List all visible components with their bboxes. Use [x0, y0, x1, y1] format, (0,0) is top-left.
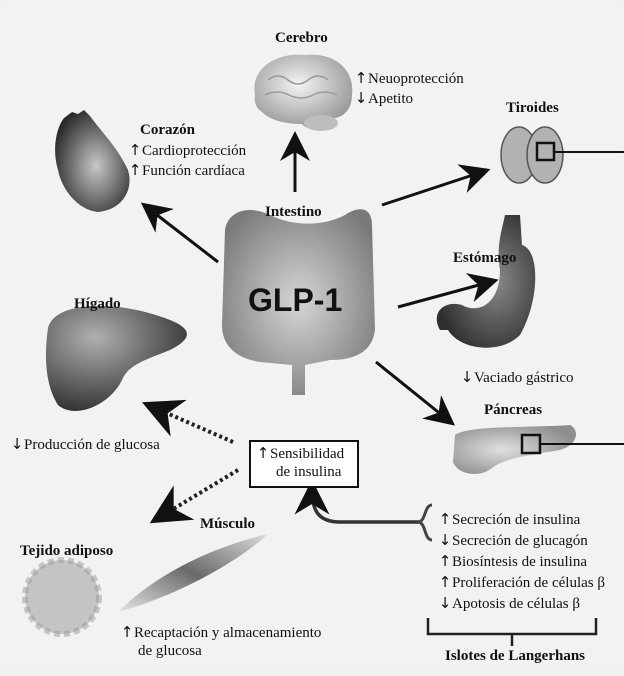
up-arrow-icon: ↑: [256, 444, 270, 462]
stomach-effect-emptying: ↓Vaciado gástrico: [460, 368, 574, 386]
stomach-illustration: [436, 215, 536, 348]
glp1-label: GLP-1: [248, 282, 343, 318]
heart-effect-cardioprotection: ↑Cardioprotección: [128, 141, 247, 159]
down-arrow-icon: ↓: [10, 435, 24, 453]
up-arrow-icon: ↑: [354, 69, 368, 87]
muscle-illustration: [118, 534, 268, 612]
insulin-sensitivity-line1: ↑Sensibilidad: [256, 444, 345, 462]
up-arrow-icon: ↑: [438, 552, 452, 570]
intestine-title: Intestino: [265, 204, 322, 220]
pancreas-illustration: [453, 425, 624, 474]
stomach-title: Estómago: [453, 250, 517, 266]
up-arrow-icon: ↑: [438, 573, 452, 591]
liver-title: Hígado: [74, 296, 121, 312]
heart-effect-function: ↑Función cardíaca: [128, 161, 245, 179]
islet-effect-beta-apoptosis: ↓Apotosis de células β: [438, 594, 581, 612]
brain-title: Cerebro: [275, 30, 328, 46]
down-arrow-icon: ↓: [460, 368, 474, 386]
islets-brace-bottom: [426, 618, 598, 646]
adipose-title: Tejido adiposo: [20, 543, 114, 559]
pancreas-title: Páncreas: [484, 402, 543, 418]
down-arrow-icon: ↓: [438, 594, 452, 612]
adipose-illustration: [22, 557, 102, 637]
liver-effect-glucose-production: ↓Producción de glucosa: [10, 435, 160, 453]
up-arrow-icon: ↑: [128, 161, 142, 179]
solid-arrows: [140, 131, 499, 426]
arrow-to-stomach: [397, 273, 499, 309]
dotted-arrows: [142, 399, 240, 524]
brain-illustration: [254, 54, 353, 131]
islet-effect-insulin-biosynthesis: ↑Biosíntesis de insulina: [438, 552, 587, 570]
muscle-title: Músculo: [200, 516, 256, 532]
islet-effect-glucagon-secretion: ↓Secreción de glucagón: [438, 531, 588, 549]
arrow-to-pancreas: [375, 360, 456, 426]
islet-effect-insulin-secretion: ↑Secreción de insulina: [438, 510, 581, 528]
peripheral-effect-line1: ↑Recaptación y almacenamiento: [120, 623, 322, 641]
arrow-to-adipose-muscle: [149, 468, 240, 524]
heart-title: Corazón: [140, 122, 195, 138]
arrow-islets-to-sensitivity: [294, 479, 420, 524]
peripheral-effect-line2: de glucosa: [138, 643, 202, 659]
down-arrow-icon: ↓: [354, 89, 368, 107]
arrow-to-liver: [142, 399, 234, 444]
up-arrow-icon: ↑: [438, 510, 452, 528]
arrow-to-heart: [140, 202, 219, 264]
brain-effect-neuroprotection: ↑Neuoprotección: [354, 69, 464, 87]
thyroid-illustration: [500, 126, 624, 184]
brain-effect-appetite: ↓Apetito: [354, 89, 413, 107]
liver-illustration: [45, 305, 187, 411]
intestine-illustration: [222, 209, 375, 395]
heart-illustration: [55, 110, 130, 212]
up-arrow-icon: ↑: [128, 141, 142, 159]
insulin-sensitivity-box: [249, 440, 359, 488]
arrow-to-thyroid: [381, 164, 491, 207]
thyroid-title: Tiroides: [506, 100, 559, 116]
insulin-sensitivity-line2: de insulina: [276, 464, 342, 480]
up-arrow-icon: ↑: [120, 623, 134, 641]
down-arrow-icon: ↓: [438, 531, 452, 549]
islets-title: Islotes de Langerhans: [445, 648, 586, 664]
islet-effect-beta-proliferation: ↑Proliferación de células β: [438, 573, 605, 591]
islets-brace-left: [417, 503, 433, 542]
